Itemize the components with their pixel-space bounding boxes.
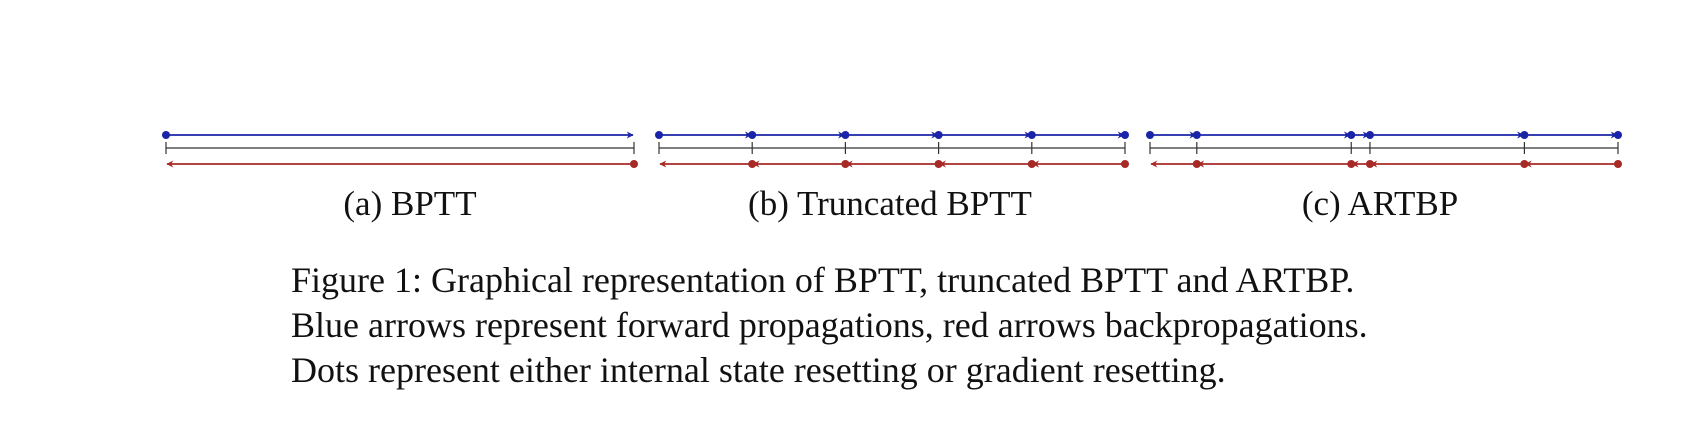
gradient-reset-dot [841, 160, 850, 168]
panel-bptt: (a) BPTT [162, 131, 638, 223]
gradient-reset-dot [1027, 160, 1036, 168]
state-reset-dot [162, 131, 170, 139]
state-reset-dot [934, 131, 943, 139]
state-reset-dot [1520, 131, 1529, 139]
panel-artbp: (c) ARTBP [1146, 131, 1622, 223]
figure-caption-line-2: Blue arrows represent forward propagatio… [291, 305, 1368, 345]
gradient-reset-dot [748, 160, 757, 168]
gradient-reset-dot [1365, 160, 1374, 168]
figure-caption-line-1: Figure 1: Graphical representation of BP… [291, 260, 1355, 300]
state-reset-dot [841, 131, 850, 139]
gradient-reset-dot [630, 160, 638, 168]
gradient-reset-dot [934, 160, 943, 168]
state-reset-dot [1027, 131, 1036, 139]
state-reset-dot [1614, 131, 1622, 139]
gradient-reset-dot [1192, 160, 1201, 168]
state-reset-dot [1365, 131, 1374, 139]
figure-caption: Figure 1: Graphical representation of BP… [291, 258, 1591, 393]
panel-caption-truncated-bptt: (b) Truncated BPTT [748, 184, 1032, 223]
state-reset-dot [748, 131, 757, 139]
panel-caption-bptt: (a) BPTT [343, 184, 476, 223]
panel-caption-artbp: (c) ARTBP [1302, 184, 1458, 223]
state-reset-dot [655, 131, 663, 139]
gradient-reset-dot [1121, 160, 1129, 168]
state-reset-dot [1121, 131, 1129, 139]
state-reset-dot [1146, 131, 1154, 139]
gradient-reset-dot [1520, 160, 1529, 168]
state-reset-dot [1192, 131, 1201, 139]
gradient-reset-dot [1614, 160, 1622, 168]
panel-truncated-bptt: (b) Truncated BPTT [655, 131, 1129, 223]
gradient-reset-dot [1347, 160, 1356, 168]
figure-caption-line-3: Dots represent either internal state res… [291, 350, 1226, 390]
state-reset-dot [1347, 131, 1356, 139]
